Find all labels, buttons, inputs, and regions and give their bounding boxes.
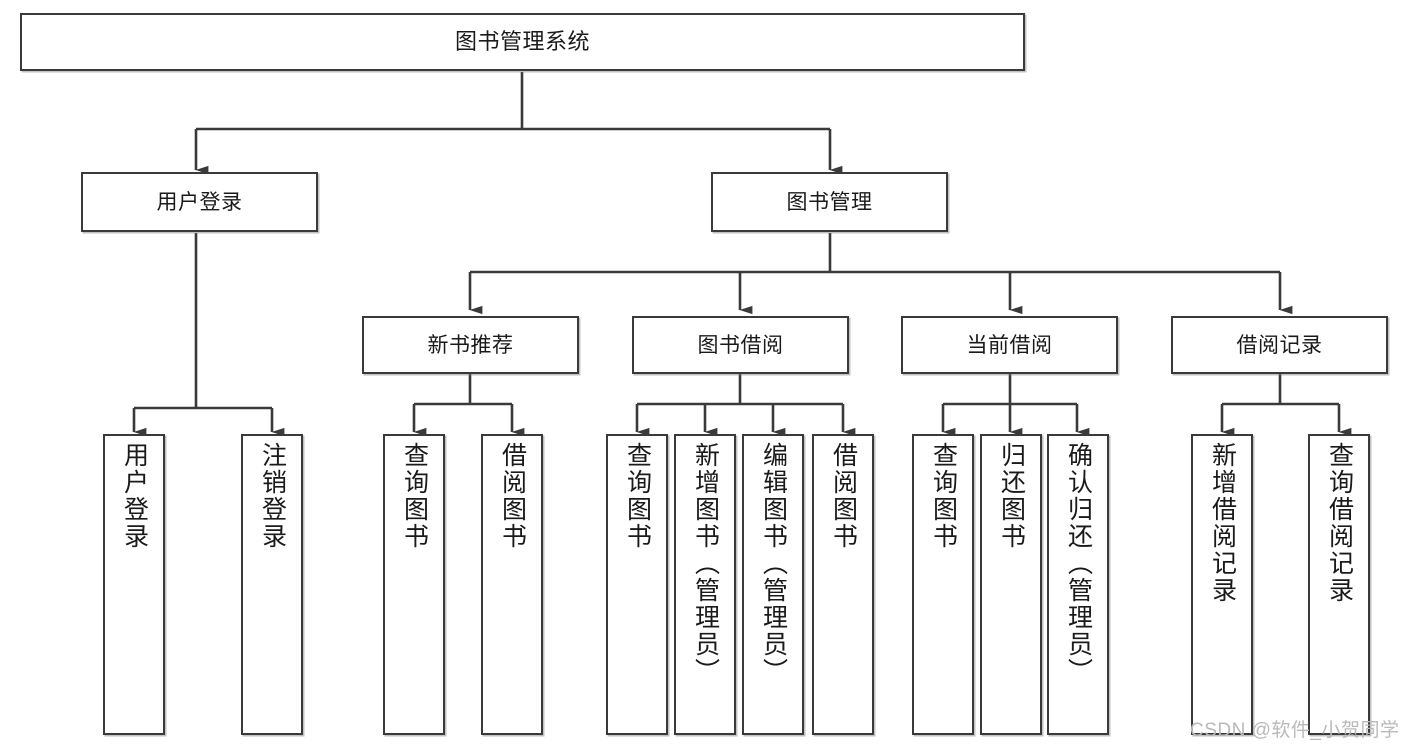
leaf-current-query-book[interactable]: 查询图书 <box>912 434 974 735</box>
node-label: 查询图书 <box>400 442 429 550</box>
node-borrowing-records[interactable]: 借阅记录 <box>1171 316 1388 374</box>
node-label: 注销登录 <box>258 442 287 550</box>
leaf-borrow-borrow-book[interactable]: 借阅图书 <box>812 434 874 735</box>
node-root-book-management-system[interactable]: 图书管理系统 <box>20 13 1025 71</box>
leaf-record-add-record[interactable]: 新增借阅记录 <box>1191 434 1253 735</box>
node-label: 新书推荐 <box>427 333 514 357</box>
node-new-book-recommendation[interactable]: 新书推荐 <box>362 316 579 374</box>
node-label: 图书借阅 <box>697 333 784 357</box>
leaf-recommend-borrow-book[interactable]: 借阅图书 <box>481 434 543 735</box>
node-book-borrowing[interactable]: 图书借阅 <box>632 316 849 374</box>
leaf-current-confirm-return-admin[interactable]: 确认归还（管理员） <box>1047 434 1109 735</box>
node-user-login[interactable]: 用户登录 <box>81 172 318 232</box>
node-label: 查询图书 <box>929 442 958 550</box>
node-label: 借阅记录 <box>1236 333 1323 357</box>
node-label: 当前借阅 <box>966 333 1053 357</box>
node-label: 借阅图书 <box>829 442 858 550</box>
leaf-user-login-login[interactable]: 用户登录 <box>103 434 165 735</box>
node-label: 借阅图书 <box>498 442 527 550</box>
node-label: 编辑图书（管理员） <box>759 442 788 685</box>
node-label: 查询借阅记录 <box>1325 442 1354 604</box>
leaf-borrow-query-book[interactable]: 查询图书 <box>606 434 668 735</box>
node-current-borrowing[interactable]: 当前借阅 <box>901 316 1118 374</box>
node-label: 用户登录 <box>120 442 149 550</box>
leaf-borrow-add-book-admin[interactable]: 新增图书（管理员） <box>674 434 736 735</box>
node-label: 新增借阅记录 <box>1208 442 1237 604</box>
node-label: 新增图书（管理员） <box>691 442 720 685</box>
leaf-user-login-logout[interactable]: 注销登录 <box>241 434 303 735</box>
node-label: 确认归还（管理员） <box>1064 442 1093 685</box>
leaf-current-return-book[interactable]: 归还图书 <box>980 434 1042 735</box>
node-label: 查询图书 <box>623 442 652 550</box>
node-label: 图书管理 <box>786 190 873 214</box>
leaf-record-query-record[interactable]: 查询借阅记录 <box>1308 434 1370 735</box>
node-label: 用户登录 <box>156 190 243 214</box>
node-book-management[interactable]: 图书管理 <box>711 172 948 232</box>
leaf-borrow-edit-book-admin[interactable]: 编辑图书（管理员） <box>742 434 804 735</box>
leaf-recommend-query-book[interactable]: 查询图书 <box>383 434 445 735</box>
node-label: 归还图书 <box>997 442 1026 550</box>
node-label: 图书管理系统 <box>454 29 590 54</box>
